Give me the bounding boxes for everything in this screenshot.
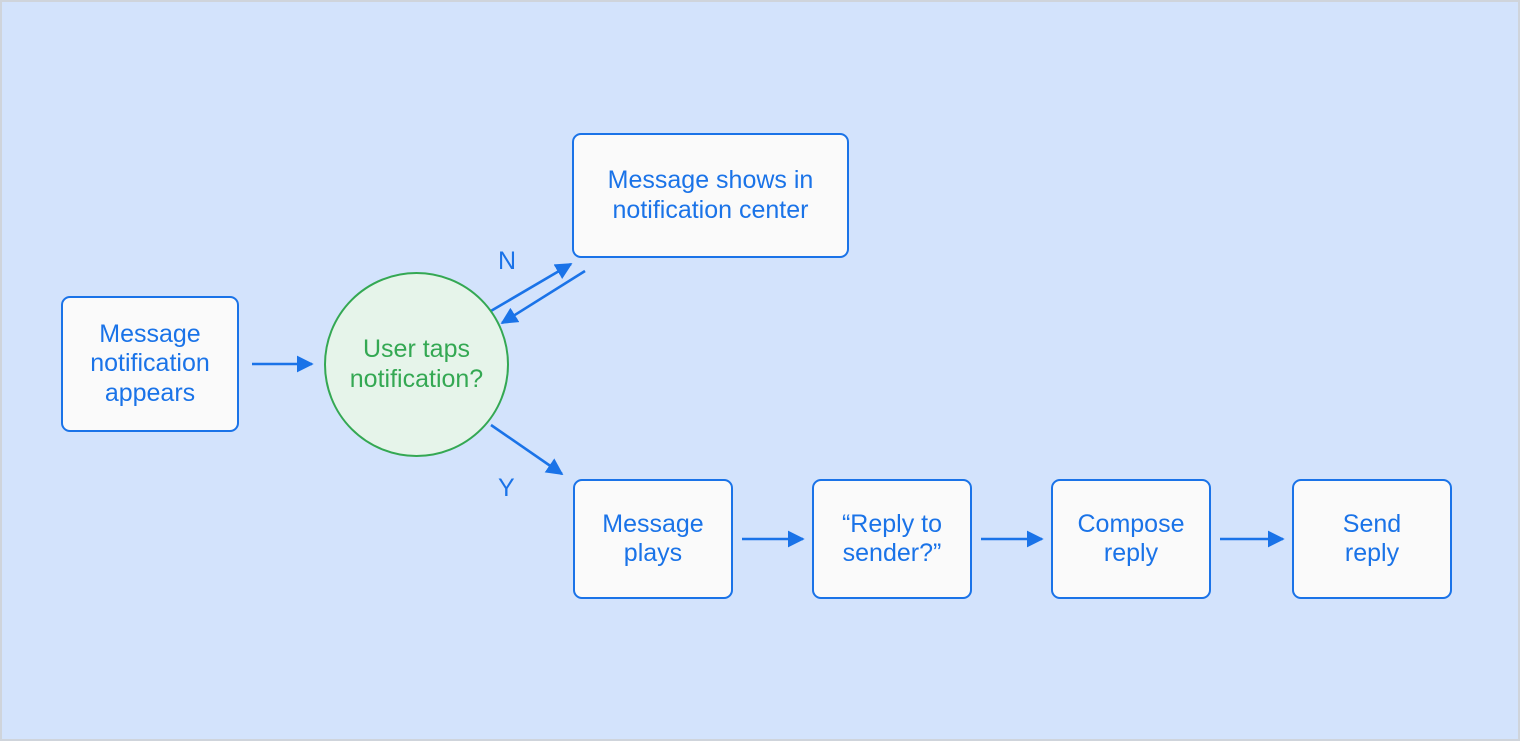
node-message-plays[interactable]: Message plays [573,479,733,599]
edge-label-n: N [498,247,517,275]
node-compose-reply[interactable]: Compose reply [1051,479,1211,599]
edge-label-y: Y [498,474,515,502]
node-send-reply[interactable]: Send reply [1292,479,1452,599]
edge-notification-center-to-decision [500,269,586,325]
edge-decision-to-message-plays [490,423,564,476]
node-message-notification-appears[interactable]: Message notification appears [61,296,239,432]
node-message-shows-in-notification-center[interactable]: Message shows in notification center [572,133,849,258]
node-reply-to-sender[interactable]: “Reply to sender?” [812,479,972,599]
node-user-taps-notification-decision[interactable]: User taps notification? [324,272,509,457]
